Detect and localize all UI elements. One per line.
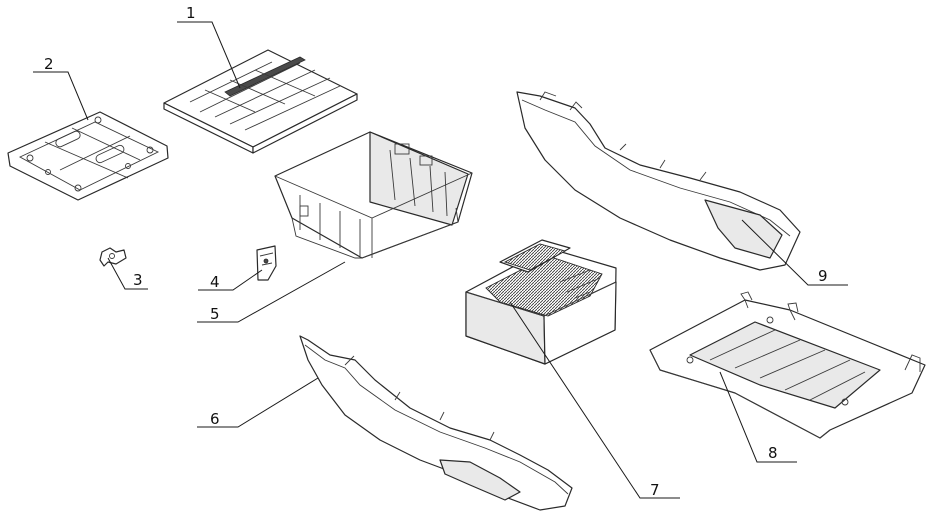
callout-1: 1 <box>186 4 196 22</box>
leader-8 <box>719 371 797 463</box>
part-5-storage-tray <box>274 131 473 259</box>
callout-7: 7 <box>650 481 660 499</box>
part-7-center-block <box>465 239 617 365</box>
callout-4: 4 <box>210 273 220 291</box>
callout-5: 5 <box>210 305 220 323</box>
leader-6 <box>197 377 319 428</box>
callout-9: 9 <box>818 267 828 285</box>
callout-3: 3 <box>133 271 143 289</box>
part-4-small-bracket <box>256 245 277 281</box>
leader-5 <box>197 261 346 323</box>
part-6-side-trim-left <box>299 335 573 511</box>
part-2-bracket-plate <box>7 111 169 201</box>
leader-4 <box>198 269 263 291</box>
callouts: 1 2 3 4 5 6 7 8 9 <box>44 4 828 499</box>
callout-8: 8 <box>768 444 778 462</box>
part-9-side-trim-right <box>516 91 801 271</box>
callout-2: 2 <box>44 55 54 73</box>
part-1-top-cover <box>163 49 358 154</box>
callout-6: 6 <box>210 410 220 428</box>
leader-7 <box>509 301 680 499</box>
leader-1 <box>177 21 241 89</box>
leader-3 <box>107 257 148 290</box>
leader-2 <box>33 71 89 121</box>
leader-9 <box>741 219 848 286</box>
leader-lines <box>33 21 848 499</box>
part-3-clip <box>99 247 127 267</box>
part-8-floor-tray <box>649 291 926 439</box>
